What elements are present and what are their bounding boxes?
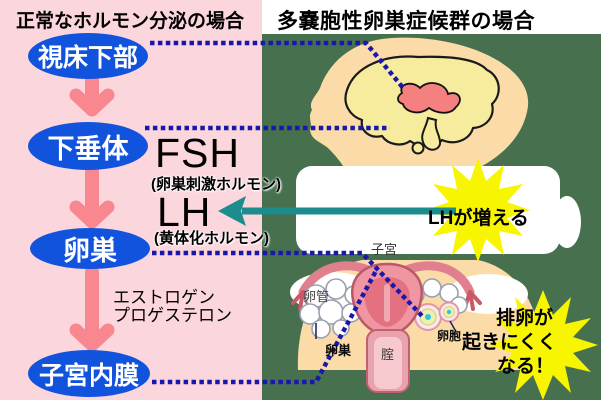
node-endometrium: 子宮内膜	[28, 350, 150, 397]
mature-follicles	[414, 301, 460, 331]
follicle-label-line	[449, 320, 456, 331]
ovulation-callout-line2: 起きにくく	[462, 332, 557, 353]
ovary-hormones-text: エストロゲン プロゲステロン	[113, 289, 232, 325]
lh-increase-callout: LHが増える	[428, 208, 529, 229]
hypothalamus-shape	[397, 82, 461, 114]
shoulder-blob	[553, 196, 581, 248]
lh-arrow	[218, 196, 456, 226]
node-hypothalamus: 視床下部	[28, 33, 148, 79]
ovulation-callout-line3: なる！	[497, 356, 555, 377]
lh-label: LH	[157, 189, 212, 235]
dotted-links	[145, 40, 426, 385]
progesterone-label: プロゲステロン	[113, 306, 232, 325]
ovulation-callout-line1: 排卵が	[496, 308, 554, 329]
node-ovary: 卵巣	[30, 228, 150, 269]
ovary-anatomy-label: 卵巣	[325, 343, 352, 358]
uterus-label: 子宮	[371, 242, 398, 257]
dotted-link-ovary	[152, 250, 426, 320]
vagina-inner	[374, 337, 402, 389]
pcos-case-title: 多嚢胞性卵巣症候群の場合	[277, 10, 535, 33]
follicle-label: 卵胞	[437, 329, 462, 343]
vagina-label: 腟	[381, 347, 395, 362]
uterus-channel	[384, 284, 390, 322]
dotted-link-hypothalamus	[150, 40, 406, 91]
lh-sub-label: (黄体化ホルモン)	[154, 230, 269, 247]
flow-arrow-1-head	[69, 88, 115, 117]
node-pituitary: 下垂体	[28, 122, 148, 170]
pituitary-gland	[411, 141, 425, 155]
flow-arrows	[69, 73, 115, 352]
fsh-sub-label: (卵巣刺激ホルモン)	[151, 176, 281, 193]
ovulation-starburst	[488, 290, 598, 400]
flow-arrow-3-head	[69, 323, 115, 352]
estrogen-label: エストロゲン	[113, 288, 215, 307]
normal-case-title: 正常なホルモン分泌の場合	[16, 11, 245, 32]
flow-arrow-2-head	[69, 200, 115, 229]
pcos-title-strip	[262, 0, 601, 34]
fsh-label: FSH	[155, 130, 240, 176]
fallopian-tube-label: 卵管	[303, 289, 330, 304]
pituitary-stalk	[421, 116, 442, 151]
lh-increase-starburst	[426, 158, 530, 262]
